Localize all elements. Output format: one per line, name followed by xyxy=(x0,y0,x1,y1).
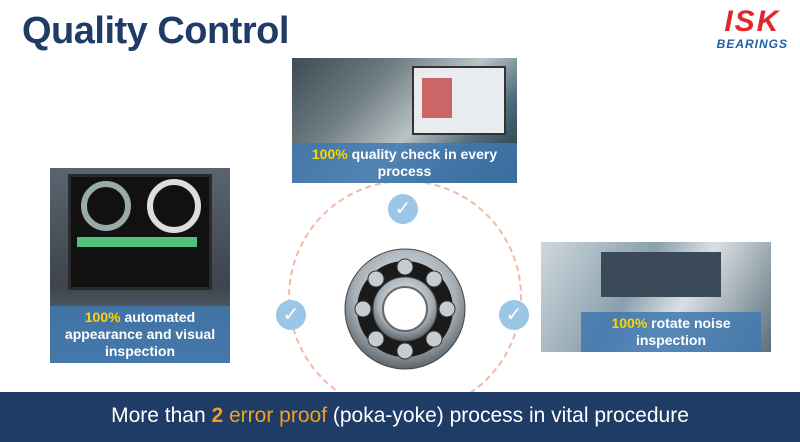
machine-graphic xyxy=(601,252,721,297)
caption-visual-inspection: 100% automated appearance and visual ins… xyxy=(50,306,230,363)
bearing-image xyxy=(344,248,466,370)
footer-highlight: error proof xyxy=(223,404,328,427)
logo-brand: ISK xyxy=(724,5,781,38)
caption-text: automated appearance and visual inspecti… xyxy=(64,309,216,359)
caption-percent: 100% xyxy=(84,309,121,325)
footer-banner: More than 2 error proof (poka-yoke) proc… xyxy=(0,392,800,442)
isk-logo: ISK BEARINGS xyxy=(716,5,788,51)
footer-post: (poka-yoke) process in vital procedure xyxy=(327,404,689,427)
inspection-screen xyxy=(68,174,212,290)
ring-image xyxy=(81,181,131,231)
photo-quality-check: 100% quality check in every process xyxy=(292,58,517,183)
caption-percent: 100% xyxy=(611,315,648,331)
caption-quality-check: 100% quality check in every process xyxy=(292,143,517,183)
photo-noise-inspection: 100% rotate noise inspection xyxy=(541,242,771,352)
photo-visual-inspection: 100% automated appearance and visual ins… xyxy=(50,168,230,363)
status-bar xyxy=(77,237,197,247)
footer-pre: More than xyxy=(111,404,212,427)
logo-sub: BEARINGS xyxy=(716,37,788,51)
check-icon: ✓ xyxy=(499,300,529,330)
footer-num: 2 xyxy=(211,404,224,427)
caption-percent: 100% xyxy=(311,146,348,162)
page-title: Quality Control xyxy=(22,10,289,52)
caption-text: quality check in every process xyxy=(347,146,498,179)
check-icon: ✓ xyxy=(276,300,306,330)
check-icon: ✓ xyxy=(388,194,418,224)
caption-text: rotate noise inspection xyxy=(635,315,731,348)
caption-noise-inspection: 100% rotate noise inspection xyxy=(581,312,761,352)
monitor-image xyxy=(422,78,452,118)
ring-image xyxy=(147,179,201,233)
